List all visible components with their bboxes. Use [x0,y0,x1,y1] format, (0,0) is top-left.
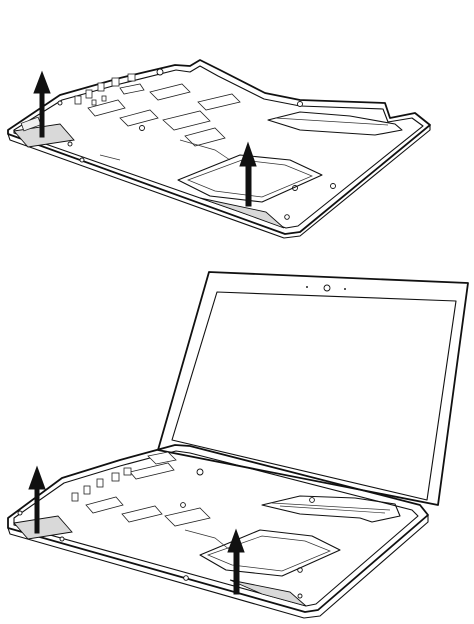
chip-4 [130,463,174,479]
case-outline [8,60,430,234]
chip-1 [86,497,123,513]
chip-6 [120,84,144,94]
chip-2 [120,110,158,126]
bottom-panel-laptop-open [0,260,474,624]
chip-3 [150,84,190,100]
chip-2 [122,506,162,522]
webcam-icon [324,285,330,291]
top-panel-lower-case [0,0,474,260]
display-lid [158,272,468,505]
speaker-left [14,516,72,539]
lift-arrow-center [240,143,256,206]
thermal-area [268,112,402,135]
connector-strip [148,452,176,464]
display-bezel-inner [172,292,456,500]
chip-3 [165,508,210,526]
thermal-module [262,496,400,522]
chip-5 [163,111,210,130]
lower-case-outline [8,445,428,612]
chip-4 [198,94,240,110]
